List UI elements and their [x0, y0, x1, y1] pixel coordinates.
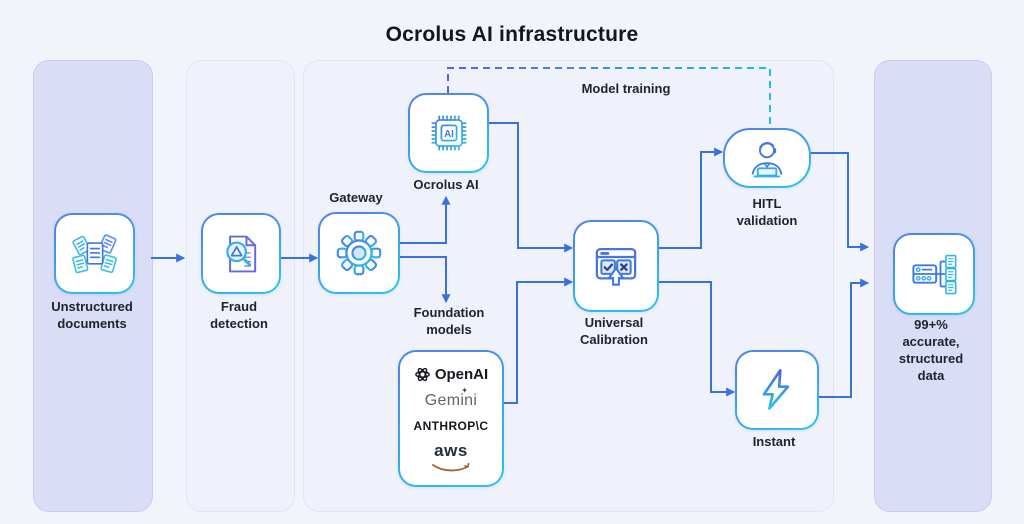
- aws-logo: aws: [430, 442, 472, 472]
- arrow-gateway-to-ocrolus-ai: [396, 195, 451, 244]
- structured-data-icon: [912, 254, 957, 295]
- gemini-sparkle-icon: ✦: [461, 385, 469, 395]
- browser-check-icon: [595, 248, 637, 286]
- label-instant: Instant: [752, 434, 796, 449]
- openai-logo: OpenAI: [414, 366, 488, 383]
- node-universal-calibration: [573, 220, 659, 312]
- documents-icon: [71, 233, 117, 273]
- gemini-logo-text: Gemini: [424, 391, 478, 409]
- openai-logo-icon: [415, 367, 430, 381]
- ai-chip-icon: AI: [431, 115, 466, 151]
- anthropic-logo-text: ANTHROP\C: [413, 418, 489, 433]
- openai-logo-text: OpenAI: [434, 365, 489, 383]
- label-unstructured-documents: Unstructured documents: [51, 299, 133, 331]
- label-fraud-detection: Fraud detection: [210, 299, 268, 331]
- node-foundation-models: OpenAI Gemini ✦ ANTHROP\C aws: [398, 350, 504, 487]
- label-gateway: Gateway: [329, 190, 383, 205]
- arrow-instant-to-output: [815, 278, 870, 398]
- page-title: Ocrolus AI infrastructure: [385, 23, 639, 46]
- label-structured-data: 99+% accurate, structured data: [898, 317, 964, 383]
- gear-icon: [336, 230, 382, 276]
- person-headset-icon: [751, 141, 783, 178]
- lightning-icon: [762, 369, 790, 410]
- arrow-calibration-to-instant: [655, 281, 736, 397]
- node-fraud-detection: [201, 213, 281, 294]
- label-model-training: Model training: [581, 81, 671, 96]
- node-instant: [735, 350, 819, 430]
- aws-smile-icon: [432, 462, 470, 471]
- label-universal-calibration: Universal Calibration: [580, 315, 648, 347]
- node-structured-data: [893, 233, 975, 315]
- arrow-ocrolus-ai-to-calibration: [485, 122, 574, 253]
- chip-ai-text: AI: [444, 129, 454, 140]
- label-hitl-validation: HITL validation: [736, 196, 798, 228]
- aws-logo-text: aws: [434, 440, 468, 460]
- dashed-model-training-line: [447, 67, 771, 126]
- label-foundation-models: Foundation models: [413, 305, 485, 337]
- arrow-hitl-to-output: [807, 152, 870, 252]
- arrow-gateway-to-foundation: [396, 256, 451, 304]
- node-ocrolus-ai: AI: [408, 93, 489, 173]
- arrow-calibration-to-hitl: [655, 147, 724, 249]
- node-gateway: [318, 212, 400, 294]
- gemini-logo: Gemini ✦: [424, 386, 478, 410]
- arrow-foundation-to-calibration: [500, 277, 574, 404]
- fraud-detection-icon: [226, 235, 257, 272]
- label-ocrolus-ai: Ocrolus AI: [413, 177, 479, 192]
- node-unstructured-documents: [54, 213, 135, 294]
- node-hitl-validation: [723, 128, 811, 188]
